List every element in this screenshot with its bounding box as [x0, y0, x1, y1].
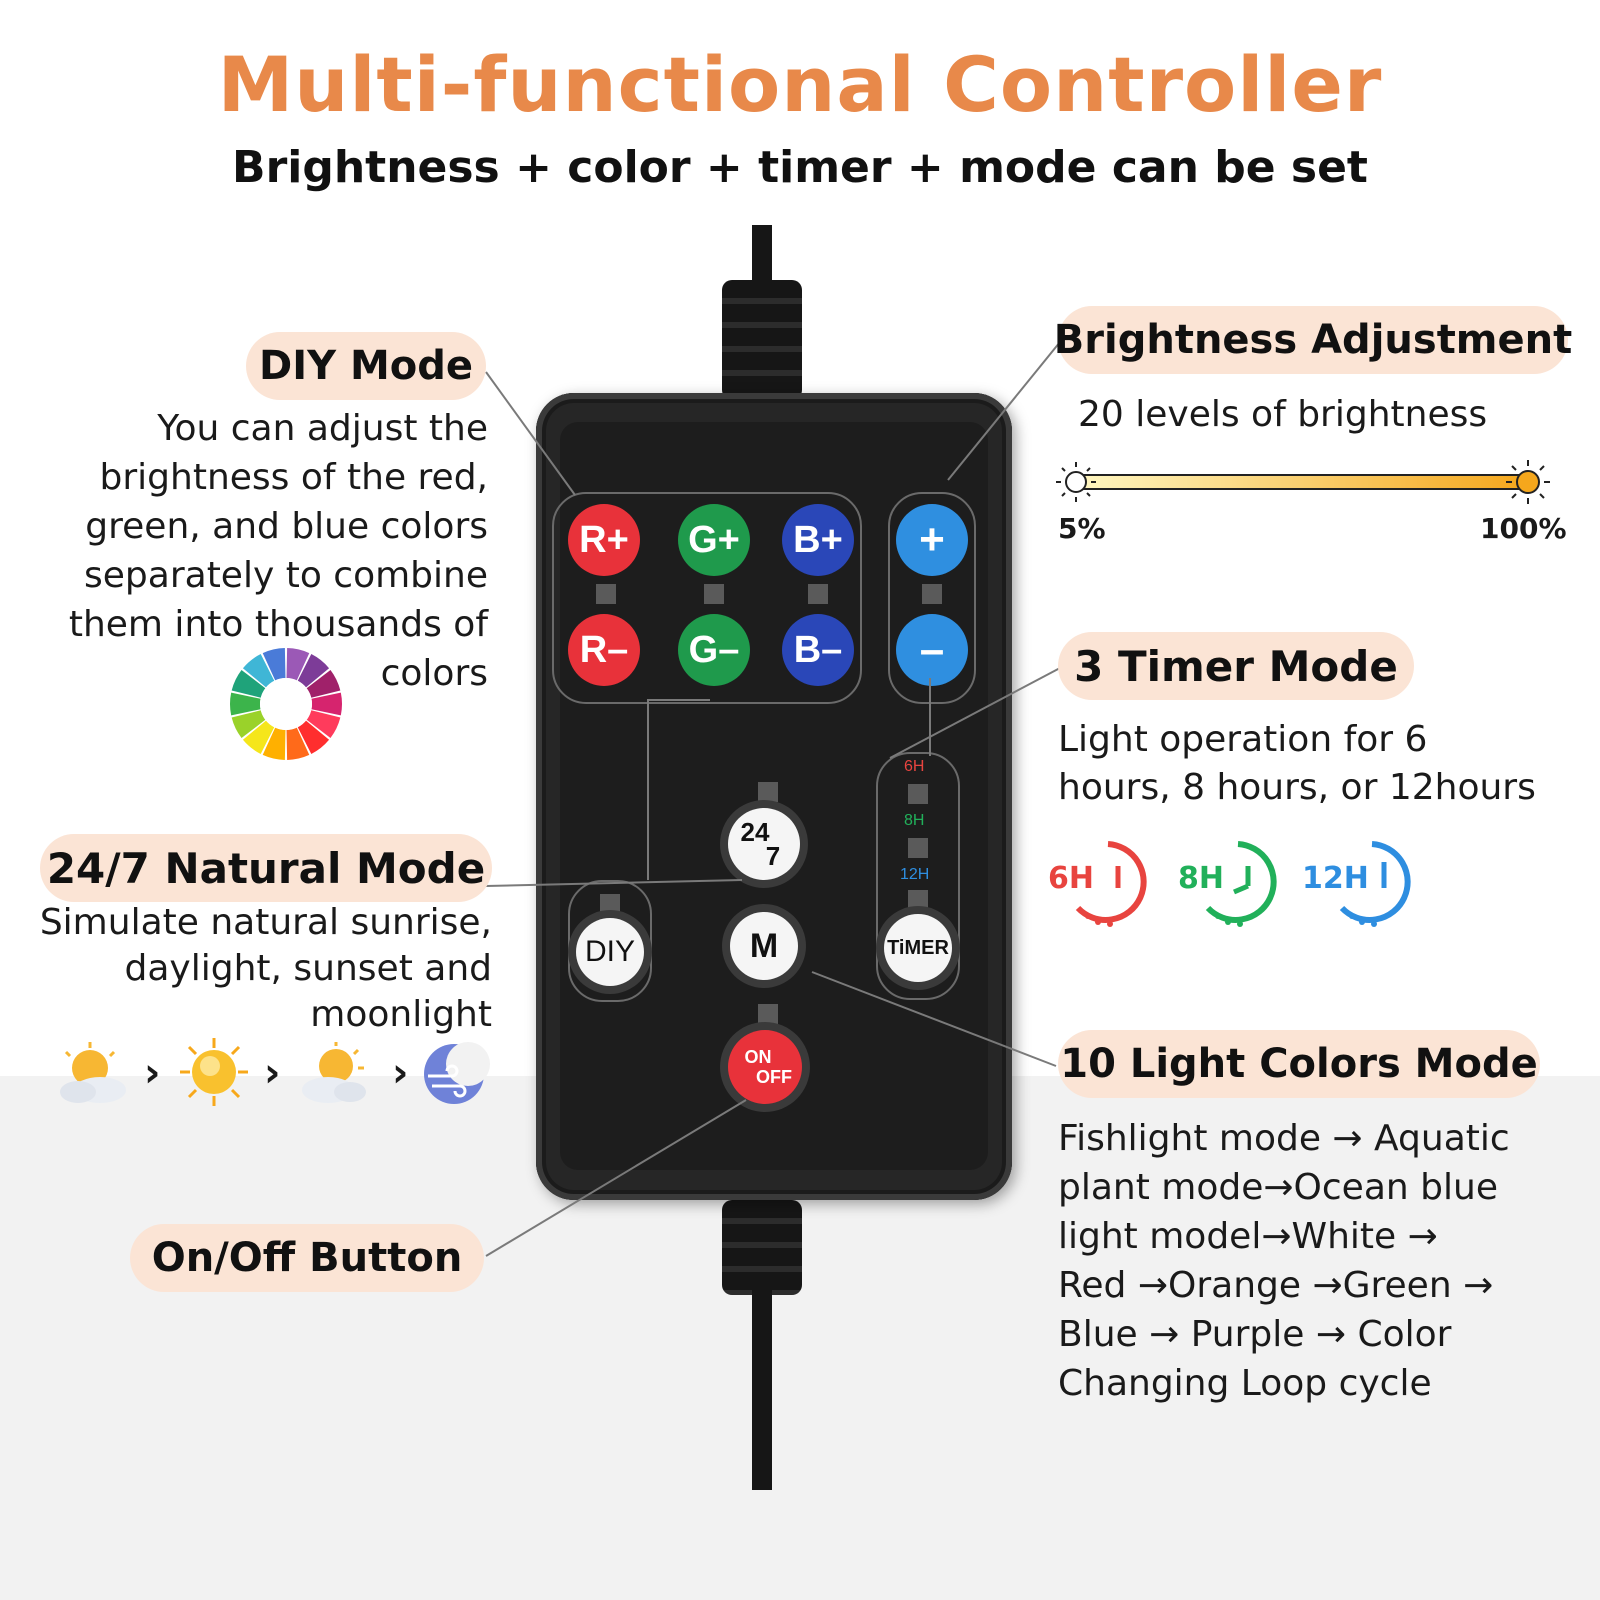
natural-button-top: 24	[740, 817, 770, 847]
timer-mode-description: Light operation for 6 hours, 8 hours, or…	[1058, 716, 1536, 812]
g-plus-button[interactable]: G+	[678, 504, 750, 576]
on-off-label-off: OFF	[756, 1067, 792, 1087]
page-subtitle: Brightness + color + timer + mode can be…	[232, 142, 1368, 193]
color-wheel-segment	[231, 710, 266, 739]
diy-desc-line: brightness of the red,	[99, 457, 488, 498]
timer-led-label-6h: 6H	[904, 758, 925, 775]
on-off-button[interactable]: ON OFF	[728, 1030, 802, 1104]
diy-desc-line: them into thousands of	[68, 604, 488, 645]
timer-6h-icon: 6H	[1048, 841, 1147, 927]
led-g	[704, 584, 724, 604]
timer-8h-text: 8H	[1178, 861, 1224, 896]
color-wheel-segment	[230, 692, 261, 716]
colors-desc-line: Blue → Purple → Color	[1058, 1314, 1452, 1355]
timer-12h-icon: 12H	[1302, 841, 1411, 927]
led-onoff	[758, 1004, 778, 1024]
timer-6h-text: 6H	[1048, 861, 1094, 896]
color-wheel-segment	[297, 720, 330, 754]
diy-desc-line: green, and blue colors	[85, 506, 488, 547]
colors-desc-line: Red →Orange →Green →	[1058, 1265, 1494, 1306]
bottom-strain-relief	[722, 1200, 802, 1295]
timer-desc-line: hours, 8 hours, or 12hours	[1058, 767, 1536, 808]
led-diy	[600, 894, 620, 914]
color-wheel-segment	[262, 648, 286, 681]
natural-desc-line: Simulate natural sunrise,	[39, 902, 492, 943]
top-strain-relief	[722, 280, 802, 400]
led-timer-8h	[908, 838, 928, 858]
brightness-minus-button[interactable]: –	[896, 614, 968, 686]
timer-button[interactable]: TiMER	[884, 914, 952, 982]
on-off-label-on: ON	[744, 1047, 772, 1067]
timer-led-label-12h: 12H	[900, 866, 930, 883]
diy-desc-line: You can adjust the	[157, 408, 488, 449]
sunrise-icon	[60, 1042, 126, 1103]
on-off-label: On/Off Button	[130, 1224, 484, 1292]
color-wheel-segment	[306, 669, 341, 698]
b-minus-button[interactable]: B–	[782, 614, 854, 686]
brightness-max-label: 100%	[1480, 512, 1567, 545]
g-minus-button[interactable]: G–	[678, 614, 750, 686]
weather-arrow-1: ›	[144, 1050, 161, 1096]
diy-button[interactable]: DIY	[576, 918, 644, 986]
color-wheel-segment	[262, 727, 286, 760]
brightness-plus-button[interactable]: +	[896, 504, 968, 576]
timer-12h-text: 12H	[1302, 861, 1369, 896]
led-brightness	[922, 584, 942, 604]
led-natural	[758, 782, 778, 802]
moon-icon	[424, 1042, 490, 1104]
led-b	[808, 584, 828, 604]
weather-arrow-3: ›	[392, 1050, 409, 1096]
colors-desc-line: Changing Loop cycle	[1058, 1363, 1432, 1404]
page-title: Multi-functional Controller	[217, 40, 1383, 129]
color-wheel-segment	[286, 727, 310, 760]
diy-mode-label: DIY Mode	[246, 332, 486, 400]
diy-desc-line: colors	[380, 653, 488, 694]
color-wheel-segment	[297, 654, 330, 688]
led-timer	[908, 890, 928, 910]
colors-mode-description: Fishlight mode → Aquatic plant mode→Ocea…	[1058, 1114, 1510, 1408]
brightness-min-label: 5%	[1058, 512, 1106, 545]
b-plus-button[interactable]: B+	[782, 504, 854, 576]
led-timer-6h	[908, 784, 928, 804]
dim-sun-icon	[1056, 462, 1096, 502]
color-wheel-segment	[286, 648, 310, 681]
natural-mode-button[interactable]: 24 7	[728, 808, 800, 880]
natural-mode-label: 24/7 Natural Mode	[40, 834, 492, 902]
weather-arrow-2: ›	[264, 1050, 281, 1096]
color-wheel-segment	[231, 669, 266, 698]
color-wheel-icon	[230, 648, 342, 760]
colors-mode-label: 10 Light Colors Mode	[1058, 1030, 1540, 1098]
diy-desc-line: separately to combine	[84, 555, 488, 596]
sun-icon	[180, 1038, 248, 1106]
natural-desc-line: moonlight	[310, 994, 492, 1035]
sunset-icon	[302, 1042, 366, 1103]
r-plus-button[interactable]: R+	[568, 504, 640, 576]
colors-desc-line: light model→White →	[1058, 1216, 1438, 1257]
bright-sun-icon	[1506, 460, 1550, 504]
mode-button[interactable]: M	[730, 912, 798, 980]
timer-led-label-8h: 8H	[904, 812, 925, 829]
color-wheel-segment	[242, 654, 275, 688]
natural-mode-description: Simulate natural sunrise, daylight, suns…	[12, 900, 492, 1038]
bottom-cable	[752, 1290, 772, 1490]
brightness-scale	[1056, 460, 1550, 504]
timer-8h-icon: 8H	[1178, 841, 1277, 927]
brightness-description: 20 levels of brightness	[1078, 394, 1488, 435]
colors-desc-line: plant mode→Ocean blue	[1058, 1167, 1498, 1208]
diy-mode-description: You can adjust the brightness of the red…	[20, 404, 488, 698]
timer-mode-label: 3 Timer Mode	[1058, 632, 1414, 700]
natural-desc-line: daylight, sunset and	[124, 948, 492, 989]
colors-desc-line: Fishlight mode → Aquatic	[1058, 1118, 1510, 1159]
color-wheel-segment	[311, 692, 342, 716]
brightness-label: Brightness Adjustment	[1054, 306, 1572, 374]
r-minus-button[interactable]: R–	[568, 614, 640, 686]
natural-button-bottom: 7	[765, 841, 781, 871]
timer-desc-line: Light operation for 6	[1058, 719, 1428, 760]
color-wheel-segment	[242, 720, 275, 754]
color-wheel-segment	[306, 710, 341, 739]
top-cable	[752, 225, 772, 285]
led-r	[596, 584, 616, 604]
